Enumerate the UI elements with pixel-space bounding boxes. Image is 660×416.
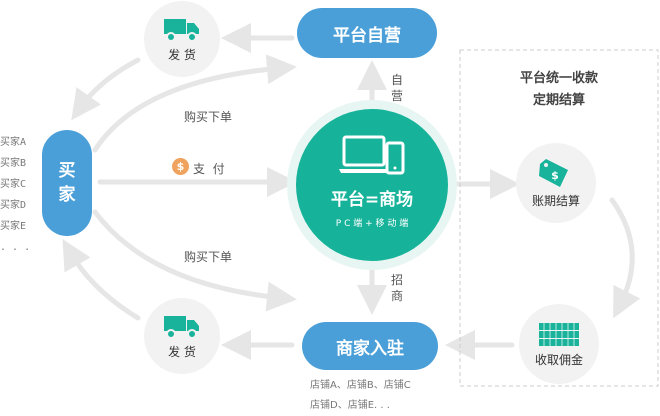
settlement-box <box>459 49 659 387</box>
price-tag-icon: $ <box>539 158 568 187</box>
buyer-label: 买家 <box>58 161 76 205</box>
list-item: 买家D <box>0 200 27 211</box>
commission-node: 收取佣金 <box>519 304 599 384</box>
buyer-pill: 买家 <box>42 130 92 236</box>
ship-bottom-node: 发 货 <box>144 298 220 374</box>
svg-text:$: $ <box>551 169 559 182</box>
pay-label: 支 付 <box>193 162 225 176</box>
ship-top-node: 发 货 <box>144 1 220 77</box>
arrow-ship-bottom-to-buyer <box>62 239 141 321</box>
self-run-label: 自营 <box>390 73 403 103</box>
list-item: 买家B <box>0 158 27 169</box>
list-item: 买家A <box>0 137 27 148</box>
arrow-buyer-to-platform-curve <box>92 54 297 153</box>
settle-box-heading: 平台统一收款 定期结算 <box>460 68 658 112</box>
devices-icon <box>339 135 405 175</box>
period-settlement-label: 账期结算 <box>531 193 580 208</box>
commission-label: 收取佣金 <box>534 352 583 367</box>
list-item: 店铺A、店铺B、店铺C <box>310 380 411 391</box>
list-item: 店铺D、店铺E. . . <box>310 400 390 411</box>
money-stack-icon <box>539 322 579 346</box>
center-title: 平台=商场 <box>330 190 414 210</box>
list-item: 买家C <box>0 179 27 190</box>
list-item: . . . <box>0 242 31 253</box>
recruit-label: 招商 <box>390 273 403 303</box>
settle-box-line2: 定期结算 <box>532 93 585 108</box>
buy-order-top-label: 购买下单 <box>184 110 233 124</box>
period-settlement-node: $ 账期结算 <box>516 143 596 223</box>
truck-icon <box>164 315 199 339</box>
ship-top-label: 发 货 <box>168 47 196 62</box>
settle-box-line1: 平台统一收款 <box>519 71 598 86</box>
buy-order-bottom-label: 购买下单 <box>184 250 233 264</box>
center-subtitle: P C 端 + 移 动 端 <box>335 219 409 229</box>
arrow-settle-to-commission <box>609 197 641 319</box>
platform-mall-circle: 平台=商场 P C 端 + 移 动 端 <box>296 109 448 261</box>
truck-icon <box>164 18 199 42</box>
arrow-buyer-to-merchant-curve <box>92 209 297 312</box>
ship-bottom-label: 发 货 <box>168 344 196 359</box>
merchant-entry-pill: 商家入驻 <box>302 322 438 370</box>
platform-self-pill: 平台自营 <box>297 8 437 58</box>
buyer-list: 买家A 买家B 买家C 买家D 买家E . . . <box>0 132 30 258</box>
shop-list: 店铺A、店铺B、店铺C 店铺D、店铺E. . . <box>310 376 411 416</box>
arrow-ship-top-to-buyer <box>71 57 141 121</box>
list-item: 买家E <box>0 221 27 232</box>
coin-icon: $ <box>172 158 189 175</box>
